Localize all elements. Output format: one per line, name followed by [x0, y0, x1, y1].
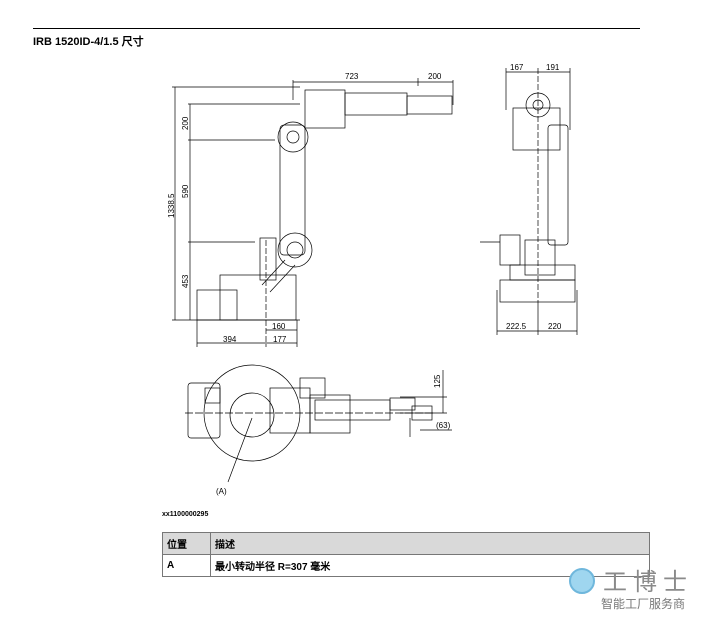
callout-a: (A) [216, 487, 227, 496]
dim-160: 160 [272, 322, 286, 331]
watermark-logo: 工博士 智能工厂服务商 [563, 562, 706, 614]
dim-200-wrist: 200 [428, 72, 442, 81]
table-row: A 最小转动半径 R=307 毫米 [162, 554, 650, 577]
dim-200-top: 200 [181, 116, 190, 130]
watermark-tagline: 智能工厂服务商 [601, 597, 686, 611]
dim-1338-5: 1338.5 [167, 193, 176, 218]
dim-394: 394 [223, 335, 237, 344]
dim-63: (63) [436, 421, 451, 430]
dim-125: 125 [433, 374, 442, 388]
rear-view: 167 191 222.5 220 [480, 63, 578, 335]
table-header-row: 位置 描述 [162, 532, 650, 555]
watermark-brand: 工博士 [603, 568, 693, 596]
cell-position: A [162, 554, 211, 577]
section-title: IRB 1520ID-4/1.5 尺寸 [33, 36, 144, 48]
header-rule [33, 28, 640, 29]
figure-id: xx1100000295 [162, 511, 209, 518]
dim-220: 220 [548, 322, 562, 331]
dim-453: 453 [181, 274, 190, 288]
cell-description: 最小转动半径 R=307 毫米 [210, 554, 650, 577]
dim-222-5: 222.5 [506, 322, 527, 331]
dim-167: 167 [510, 63, 524, 72]
header-description: 描述 [210, 532, 650, 555]
dim-191: 191 [546, 63, 560, 72]
mascot-icon [569, 568, 595, 594]
dim-723: 723 [345, 72, 359, 81]
dim-177: 177 [273, 335, 287, 344]
top-view: 125 (63) (A) [185, 364, 452, 496]
side-view: 723 200 1338.5 200 590 453 160 177 394 [167, 72, 454, 347]
header-position: 位置 [162, 532, 211, 555]
dim-590: 590 [181, 184, 190, 198]
position-table: 位置 描述 A 最小转动半径 R=307 毫米 [162, 532, 650, 577]
